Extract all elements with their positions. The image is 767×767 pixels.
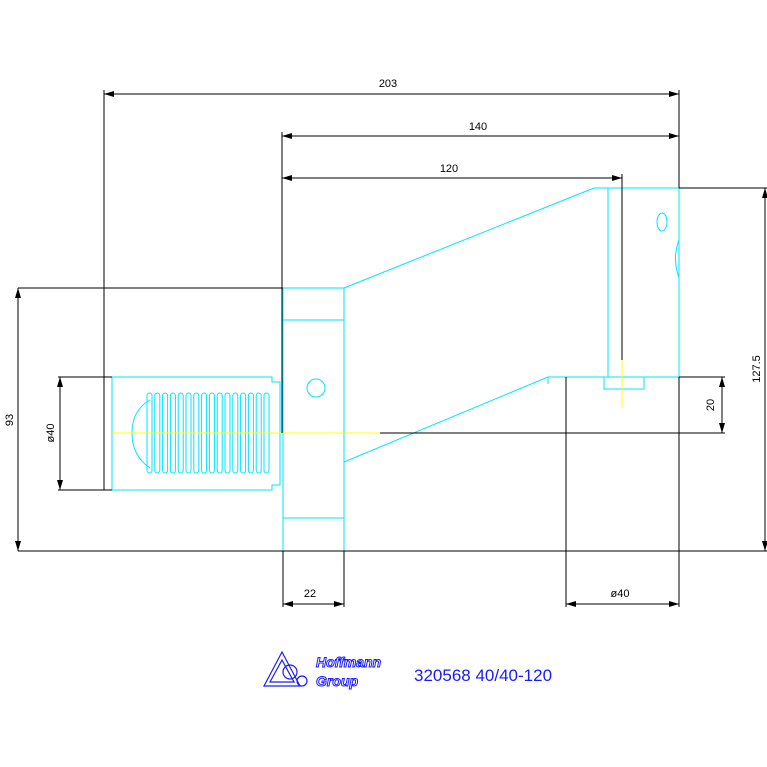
part-outline — [111, 187, 680, 552]
logo-line2: Group — [316, 673, 358, 689]
dim-bore-diameter: ø40 — [611, 588, 630, 600]
part-number-caption: 320568 40/40-120 — [414, 666, 553, 685]
centerlines — [112, 350, 623, 434]
head-hole — [656, 212, 668, 232]
dim-overall-length: 203 — [379, 78, 397, 90]
hoffmann-group-logo: Hoffmann Group — [263, 650, 382, 690]
flange-outline — [282, 287, 345, 552]
dimension-lines — [17, 90, 767, 607]
logo-mark-icon — [263, 650, 308, 687]
dim-body-length: 140 — [469, 121, 487, 133]
dim-height-total: 93 — [4, 414, 16, 426]
dim-height-right: 127.5 — [751, 355, 763, 383]
dim-shank-diameter: ø40 — [45, 424, 57, 443]
screw-head — [603, 376, 645, 390]
flange-hole — [306, 378, 326, 398]
logo-line1: Hoffmann — [316, 654, 381, 670]
dim-offset: 20 — [705, 399, 717, 411]
body-top-edge — [343, 187, 595, 289]
dim-flange-width: 22 — [304, 588, 316, 600]
shank-outline — [111, 376, 281, 491]
body-bottom-edge — [343, 376, 549, 463]
dim-projection: 120 — [440, 163, 458, 175]
dimension-arrows — [15, 91, 767, 607]
